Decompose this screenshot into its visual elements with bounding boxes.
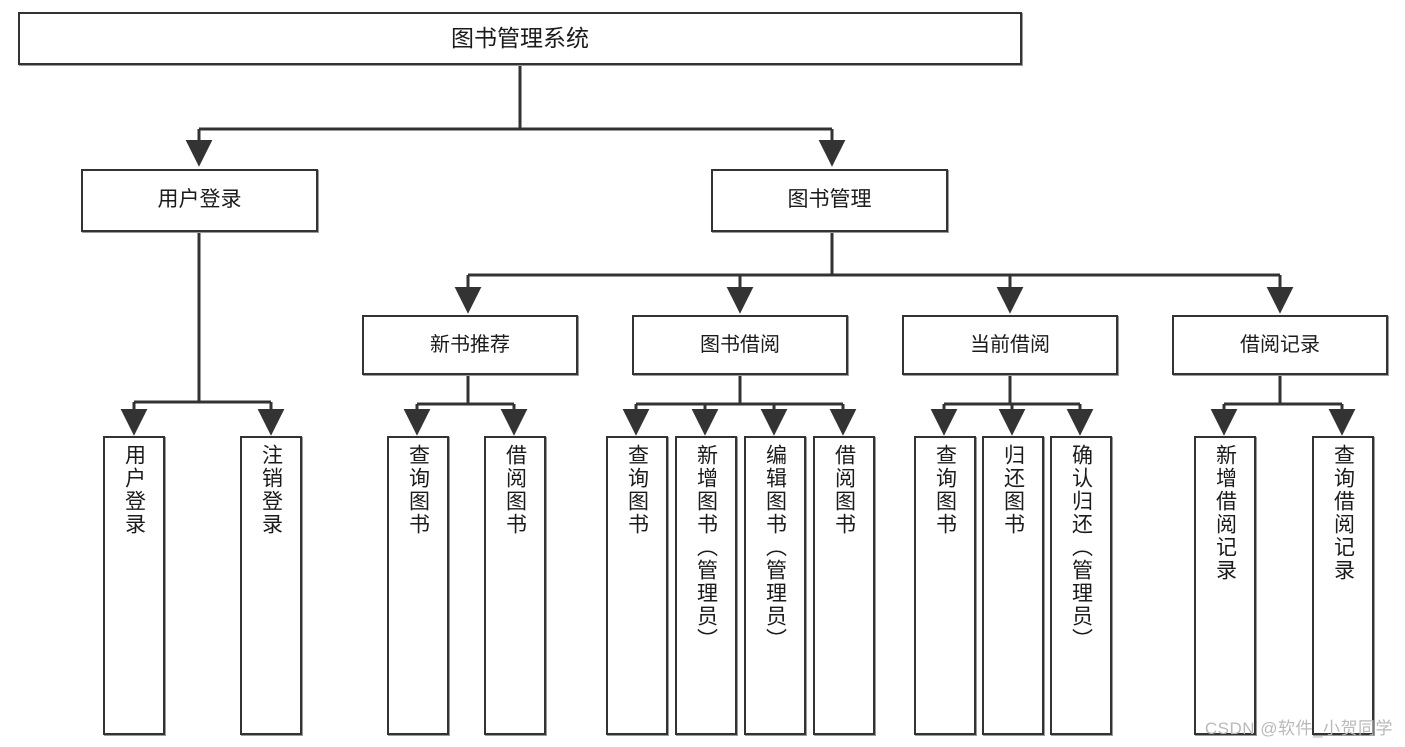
leaf-user-logout[interactable]: 注销登录	[240, 436, 302, 735]
node-label: 新书推荐	[430, 333, 510, 356]
node-label: 借阅记录	[1240, 333, 1320, 356]
node-root-system[interactable]: 图书管理系统	[18, 12, 1022, 65]
node-label: 新增图书（管理员）	[694, 444, 718, 651]
leaf-borrow-borrow-book[interactable]: 借阅图书	[813, 436, 875, 735]
leaf-current-confirm-return[interactable]: 确认归还（管理员）	[1050, 436, 1112, 735]
node-current-borrow[interactable]: 当前借阅	[902, 315, 1118, 375]
node-new-book-recommend[interactable]: 新书推荐	[362, 315, 578, 375]
node-label: 查询图书	[625, 444, 649, 536]
leaf-borrow-query-book[interactable]: 查询图书	[606, 436, 668, 735]
leaf-current-query-book[interactable]: 查询图书	[914, 436, 976, 735]
leaf-user-login[interactable]: 用户登录	[103, 436, 165, 735]
leaf-record-query[interactable]: 查询借阅记录	[1312, 436, 1374, 735]
leaf-current-return-book[interactable]: 归还图书	[982, 436, 1044, 735]
node-user-login[interactable]: 用户登录	[81, 169, 318, 232]
node-label: 查询借阅记录	[1331, 444, 1355, 582]
node-label: 用户登录	[157, 188, 242, 212]
node-label: 查询图书	[406, 444, 430, 536]
node-label: 确认归还（管理员）	[1069, 444, 1093, 651]
node-label: 当前借阅	[970, 333, 1050, 356]
node-label: 借阅图书	[503, 444, 527, 536]
leaf-borrow-add-book[interactable]: 新增图书（管理员）	[675, 436, 737, 735]
node-book-management[interactable]: 图书管理	[711, 169, 948, 232]
leaf-recommend-query-book[interactable]: 查询图书	[387, 436, 449, 735]
node-label: 归还图书	[1001, 444, 1025, 536]
node-label: 图书管理	[787, 188, 872, 212]
leaf-record-add[interactable]: 新增借阅记录	[1194, 436, 1256, 735]
node-label: 注销登录	[259, 444, 283, 536]
leaf-recommend-borrow-book[interactable]: 借阅图书	[484, 436, 546, 735]
watermark: CSDN @软件_小贺同学	[1204, 719, 1393, 738]
node-borrow-record[interactable]: 借阅记录	[1172, 315, 1388, 375]
node-book-borrow[interactable]: 图书借阅	[632, 315, 848, 375]
node-label: 新增借阅记录	[1213, 444, 1237, 582]
leaf-borrow-edit-book[interactable]: 编辑图书（管理员）	[744, 436, 806, 735]
node-label: 编辑图书（管理员）	[763, 444, 787, 651]
node-label: 查询图书	[933, 444, 957, 536]
node-label: 图书管理系统	[451, 25, 589, 52]
node-label: 用户登录	[122, 444, 146, 536]
node-label: 图书借阅	[700, 333, 780, 356]
node-label: 借阅图书	[832, 444, 856, 536]
